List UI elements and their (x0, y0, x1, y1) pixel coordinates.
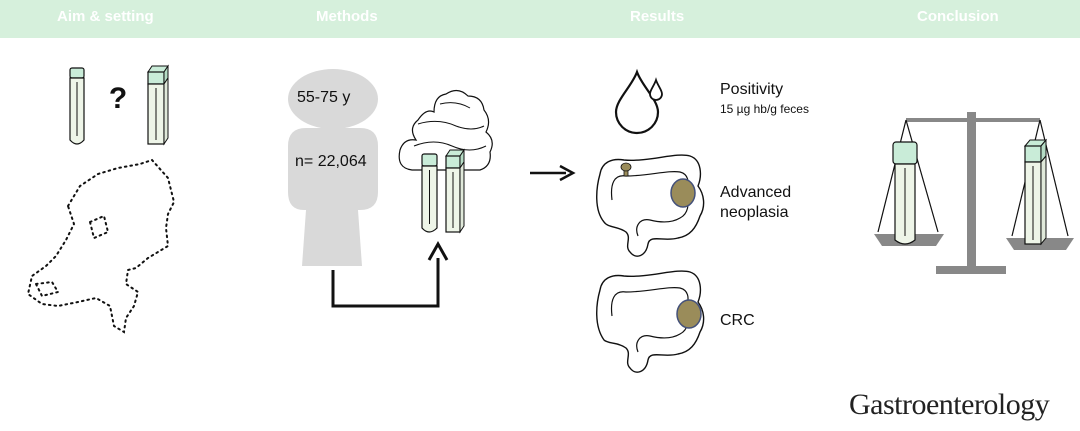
section-title-conclusion: Conclusion (917, 8, 999, 25)
age-range-label: 55-75 y (297, 89, 351, 106)
positivity-title: Positivity (720, 81, 784, 98)
advanced-neoplasia-label: Advanced neoplasia (720, 184, 792, 221)
results-arrow-icon (530, 164, 576, 182)
participant-silhouette-icon (288, 69, 378, 266)
colon-tumor-icon (596, 270, 705, 373)
participant-count-label: n= 22,064 (295, 153, 367, 170)
droplet-icon (614, 68, 663, 135)
round-fit-tube-scale-icon (892, 141, 918, 245)
section-title-methods: Methods (316, 8, 378, 25)
crc-label: CRC (720, 312, 755, 329)
netherlands-map-icon (26, 158, 176, 334)
round-fit-tube-icon (69, 67, 85, 145)
stool-sample-icon (398, 89, 493, 171)
square-fit-tube-icon (147, 64, 169, 146)
header-band: Aim & setting Methods Results Conclusion (0, 0, 1080, 38)
question-mark: ? (109, 82, 127, 115)
square-fit-tube-in-stool-icon (445, 148, 465, 234)
positivity-threshold: 15 µg hb/g feces (720, 102, 809, 116)
section-title-aim: Aim & setting (57, 8, 154, 25)
flow-arrow-elbow (331, 258, 440, 308)
round-fit-tube-in-stool-icon (421, 153, 438, 233)
square-fit-tube-scale-icon (1023, 138, 1048, 246)
flow-arrow-elbow-head (427, 240, 449, 261)
colon-polyp-icon (596, 154, 705, 257)
section-title-results: Results (630, 8, 685, 25)
journal-logo: Gastroenterology (849, 388, 1050, 421)
